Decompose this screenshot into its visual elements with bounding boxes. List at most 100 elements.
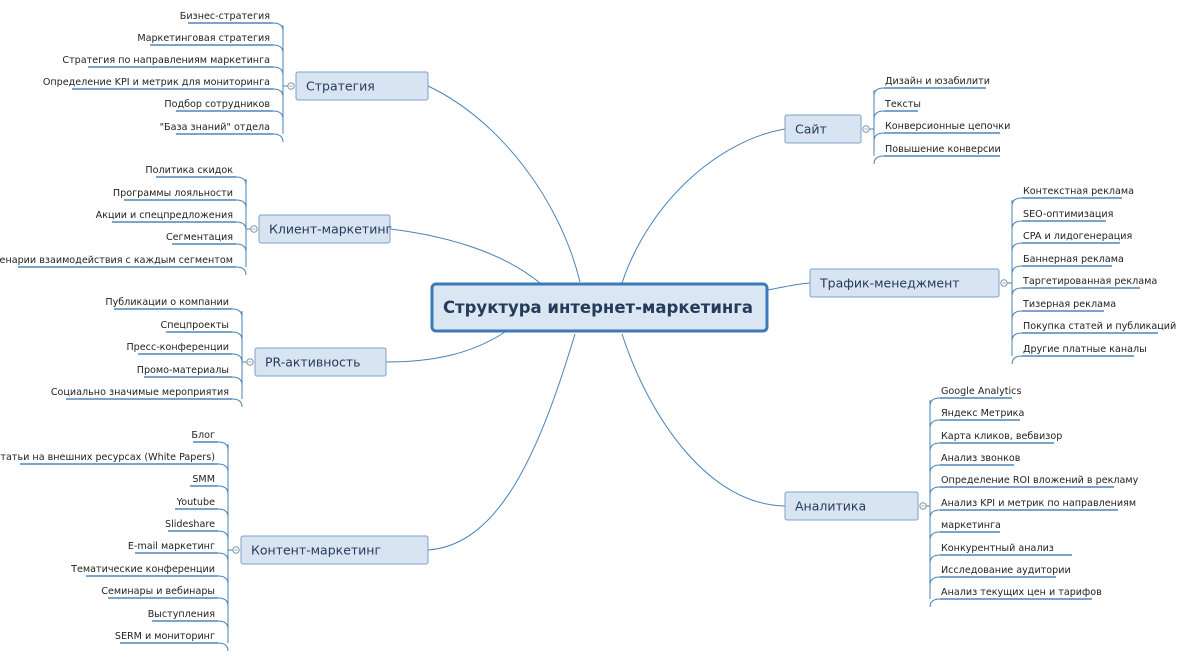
- subtopic-item[interactable]: Контекстная реклама: [1011, 186, 1134, 207]
- subtopic-item[interactable]: Баннерная реклама: [1011, 254, 1124, 275]
- subtopic-item[interactable]: Повышение конверсии: [873, 144, 1001, 165]
- subtopic-item[interactable]: Тизерная реклама: [1011, 299, 1116, 320]
- item-connector: [217, 530, 229, 540]
- item-connector: [231, 308, 243, 318]
- item-connector: [929, 598, 941, 608]
- branch-label: Клиент-маркетинг: [269, 222, 392, 237]
- subtopic-item[interactable]: Определение ROI вложений в рекламу: [929, 475, 1139, 496]
- subtopic-item[interactable]: SEO-оптимизация: [1011, 209, 1113, 230]
- item-connector: [1011, 220, 1023, 230]
- subtopic-item[interactable]: Youtube: [175, 497, 229, 518]
- item-label: Политика скидок: [145, 165, 233, 176]
- item-connector: [231, 353, 243, 363]
- subtopic-item[interactable]: "База знаний" отдела: [160, 122, 284, 143]
- subtopic-item[interactable]: Анализ звонков: [929, 453, 1021, 474]
- item-connector: [235, 266, 247, 276]
- item-connector: [231, 331, 243, 341]
- subtopic-item[interactable]: Google Analytics: [929, 386, 1021, 407]
- subtopic-item[interactable]: Определение KPI и метрик для мониторинга: [43, 77, 284, 98]
- subtopic-item[interactable]: Публикации о компании: [105, 297, 243, 318]
- subtopic-item[interactable]: Покупка статей и публикаций: [1011, 321, 1176, 342]
- subtopic-item[interactable]: Блог: [191, 430, 229, 451]
- collapse-toggle-icon[interactable]: [232, 546, 240, 554]
- subtopic-item[interactable]: Конверсионные цепочки: [873, 121, 1010, 142]
- subtopic-item[interactable]: SMM: [190, 474, 229, 495]
- subtopic-item[interactable]: Тематические конференции: [70, 564, 229, 585]
- item-connector: [235, 176, 247, 186]
- item-label: Тизерная реклама: [1022, 299, 1116, 310]
- subtopic-item[interactable]: CPA и лидогенерация: [1011, 231, 1132, 252]
- item-label: Таргетированная реклама: [1022, 276, 1157, 287]
- subtopic-item[interactable]: Бизнес-стратегия: [180, 11, 284, 32]
- subtopic-item[interactable]: Сегментация: [166, 232, 247, 253]
- subtopic-item[interactable]: Дизайн и юзабилити: [873, 76, 990, 97]
- item-label: Покупка статей и публикаций: [1023, 321, 1176, 332]
- subtopic-item[interactable]: Анализ текущих цен и тарифов: [929, 587, 1102, 608]
- subtopic-item[interactable]: Slideshare: [165, 519, 229, 540]
- collapse-toggle-icon[interactable]: [1000, 279, 1008, 287]
- subtopic-item[interactable]: Анализ KPI и метрик по направлениям: [929, 498, 1136, 519]
- branch-label: Трафик-менеджмент: [819, 276, 960, 291]
- item-label: Спецпроекты: [161, 320, 230, 331]
- item-connector: [1011, 242, 1023, 252]
- branch-connector: [427, 85, 581, 283]
- item-label: "База знаний" отдела: [160, 122, 270, 133]
- collapse-toggle-icon[interactable]: [862, 125, 870, 133]
- item-label: Публикации о компании: [105, 297, 229, 308]
- subtopic-item[interactable]: Сценарии взаимодействия с каждым сегмент…: [0, 255, 247, 276]
- item-connector: [217, 463, 229, 473]
- item-connector: [1011, 197, 1023, 207]
- collapse-toggle-icon[interactable]: [287, 82, 295, 90]
- item-label: Контекстная реклама: [1023, 186, 1134, 197]
- subtopic-item[interactable]: Другие платные каналы: [1011, 344, 1147, 365]
- item-label: Тематические конференции: [70, 564, 215, 575]
- subtopic-item[interactable]: Тексты: [873, 99, 921, 120]
- subtopic-item[interactable]: Программы лояльности: [113, 188, 247, 209]
- item-label: Анализ KPI и метрик по направлениям: [941, 498, 1136, 509]
- subtopic-item[interactable]: E-mail маркетинг: [128, 541, 229, 562]
- collapse-toggle-icon[interactable]: [919, 502, 927, 510]
- subtopic-item[interactable]: Подбор сотрудников: [164, 99, 284, 120]
- subtopic-item[interactable]: SERM и мониторинг: [115, 631, 229, 652]
- subtopic-item[interactable]: Исследование аудитории: [929, 565, 1071, 586]
- item-label: Пресс-конференции: [126, 342, 229, 353]
- collapse-toggle-icon[interactable]: [246, 358, 254, 366]
- subtopic-item[interactable]: маркетинга: [929, 520, 1001, 541]
- item-connector: [231, 398, 243, 408]
- item-label: Повышение конверсии: [885, 144, 1001, 155]
- subtopic-item[interactable]: Статьи на внешних ресурсах (White Papers…: [0, 452, 229, 473]
- branch-3[interactable]: Публикации о компанииСпецпроектыПресс-ко…: [51, 297, 387, 408]
- subtopic-item[interactable]: Яндекс Метрика: [929, 408, 1024, 429]
- branch-box: [240, 535, 429, 565]
- subtopic-item[interactable]: Карта кликов, вебвизор: [929, 431, 1062, 452]
- subtopic-item[interactable]: Социально значимые мероприятия: [51, 387, 243, 408]
- item-label: SMM: [192, 474, 215, 485]
- central-topic[interactable]: Структура интернет-маркетинга: [430, 282, 769, 333]
- subtopic-item[interactable]: Спецпроекты: [161, 320, 243, 341]
- central-topic-box: [430, 282, 769, 333]
- subtopic-item[interactable]: Пресс-конференции: [126, 342, 243, 363]
- subtopic-item[interactable]: Промо-материалы: [137, 365, 243, 386]
- item-connector: [929, 531, 941, 541]
- item-connector: [272, 88, 284, 98]
- central-topic-label: Структура интернет-маркетинга: [443, 298, 753, 317]
- item-connector: [272, 66, 284, 76]
- subtopic-item[interactable]: Семинары и вебинары: [101, 586, 229, 607]
- item-connector: [873, 110, 885, 120]
- subtopic-item[interactable]: Стратегия по направлениям маркетинга: [62, 55, 284, 76]
- subtopic-item[interactable]: Политика скидок: [145, 165, 247, 186]
- item-label: Блог: [191, 430, 215, 441]
- subtopic-item[interactable]: Выступления: [148, 609, 229, 630]
- subtopic-item[interactable]: Таргетированная реклама: [1011, 276, 1157, 297]
- subtopic-item[interactable]: Маркетинговая стратегия: [137, 33, 284, 54]
- branch-connector: [621, 333, 786, 507]
- collapse-toggle-icon[interactable]: [250, 225, 258, 233]
- subtopic-item[interactable]: Конкурентный анализ: [929, 543, 1072, 564]
- subtopic-item[interactable]: Акции и спецпредложения: [96, 210, 247, 231]
